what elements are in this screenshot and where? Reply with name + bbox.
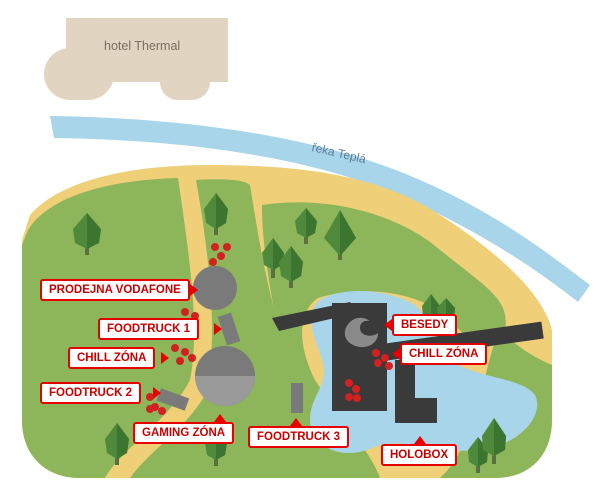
pointer-chill-right [392, 348, 400, 360]
foodtruck-1-shape [217, 312, 241, 346]
label-chill-zone-right[interactable]: CHILL ZÓNA [400, 343, 488, 365]
pointer-gaming [214, 414, 226, 422]
pointer-foodtruck-2 [153, 387, 161, 399]
label-foodtruck-2[interactable]: FOODTRUCK 2 [40, 382, 142, 404]
label-chill-zone-left[interactable]: CHILL ZÓNA [68, 347, 156, 369]
label-foodtruck-3[interactable]: FOODTRUCK 3 [248, 426, 350, 448]
pointer-foodtruck-3 [290, 418, 302, 426]
label-gaming-zone[interactable]: GAMING ZÓNA [133, 422, 235, 444]
trees [73, 193, 506, 473]
label-besedy[interactable]: BESEDY [392, 314, 458, 336]
prodejna-tent [193, 266, 237, 310]
pointer-chill-left [161, 352, 169, 364]
hotel-building [44, 18, 228, 100]
foodtruck-2-shape [156, 388, 190, 411]
pointer-prodejna [190, 284, 198, 296]
label-holobox[interactable]: HOLOBOX [381, 444, 458, 466]
hotel-label: hotel Thermal [104, 39, 181, 53]
label-foodtruck-1[interactable]: FOODTRUCK 1 [98, 318, 200, 340]
pointer-holobox [414, 436, 426, 444]
gaming-tent [195, 346, 255, 406]
foodtruck-3-shape [291, 383, 303, 413]
crescent-sculpture [344, 317, 378, 348]
pavilion-seats [345, 349, 393, 402]
pointer-foodtruck-1 [214, 323, 222, 335]
river [50, 116, 590, 302]
pointer-besedy [384, 319, 392, 331]
label-prodejna-vodafone[interactable]: PRODEJNA VODAFONE [40, 279, 190, 301]
